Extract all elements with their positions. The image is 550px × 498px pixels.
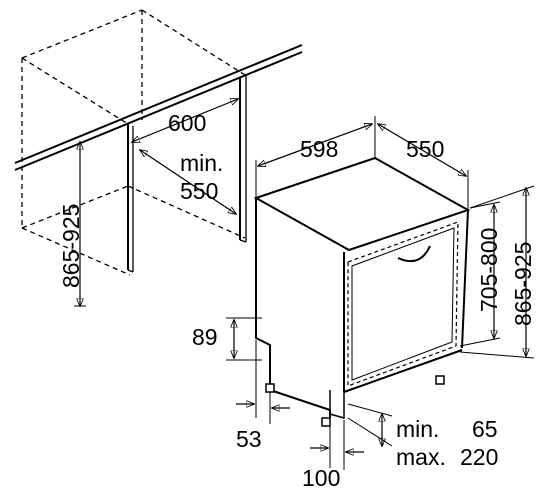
niche-height-label: 865-925 [58, 203, 84, 288]
niche-depth-min-label: min. [180, 150, 224, 176]
foot-setback-label: 100 [302, 465, 341, 491]
niche-width-label: 600 [168, 110, 207, 136]
niche-depth-value-label: 550 [180, 178, 219, 204]
niche-dimension-lines [74, 99, 238, 306]
plinth-adjust-min-value: 65 [472, 416, 498, 442]
plinth-setback-label: 53 [236, 426, 262, 452]
cabinet-niche [14, 9, 303, 276]
plinth-adjust-max-label: max. [396, 444, 446, 470]
dishwasher-dimension-lines [226, 116, 535, 470]
door-height-label: 705-800 [476, 227, 502, 312]
plinth-adjust-max-value: 220 [460, 444, 499, 470]
dishwasher [253, 156, 471, 427]
plinth-height-label: 89 [192, 324, 218, 350]
appliance-depth-label: 550 [406, 136, 445, 162]
appliance-width-label: 598 [300, 136, 339, 162]
plinth-adjust-min-label: min. [396, 416, 440, 442]
appliance-height-label: 865-925 [510, 241, 536, 326]
